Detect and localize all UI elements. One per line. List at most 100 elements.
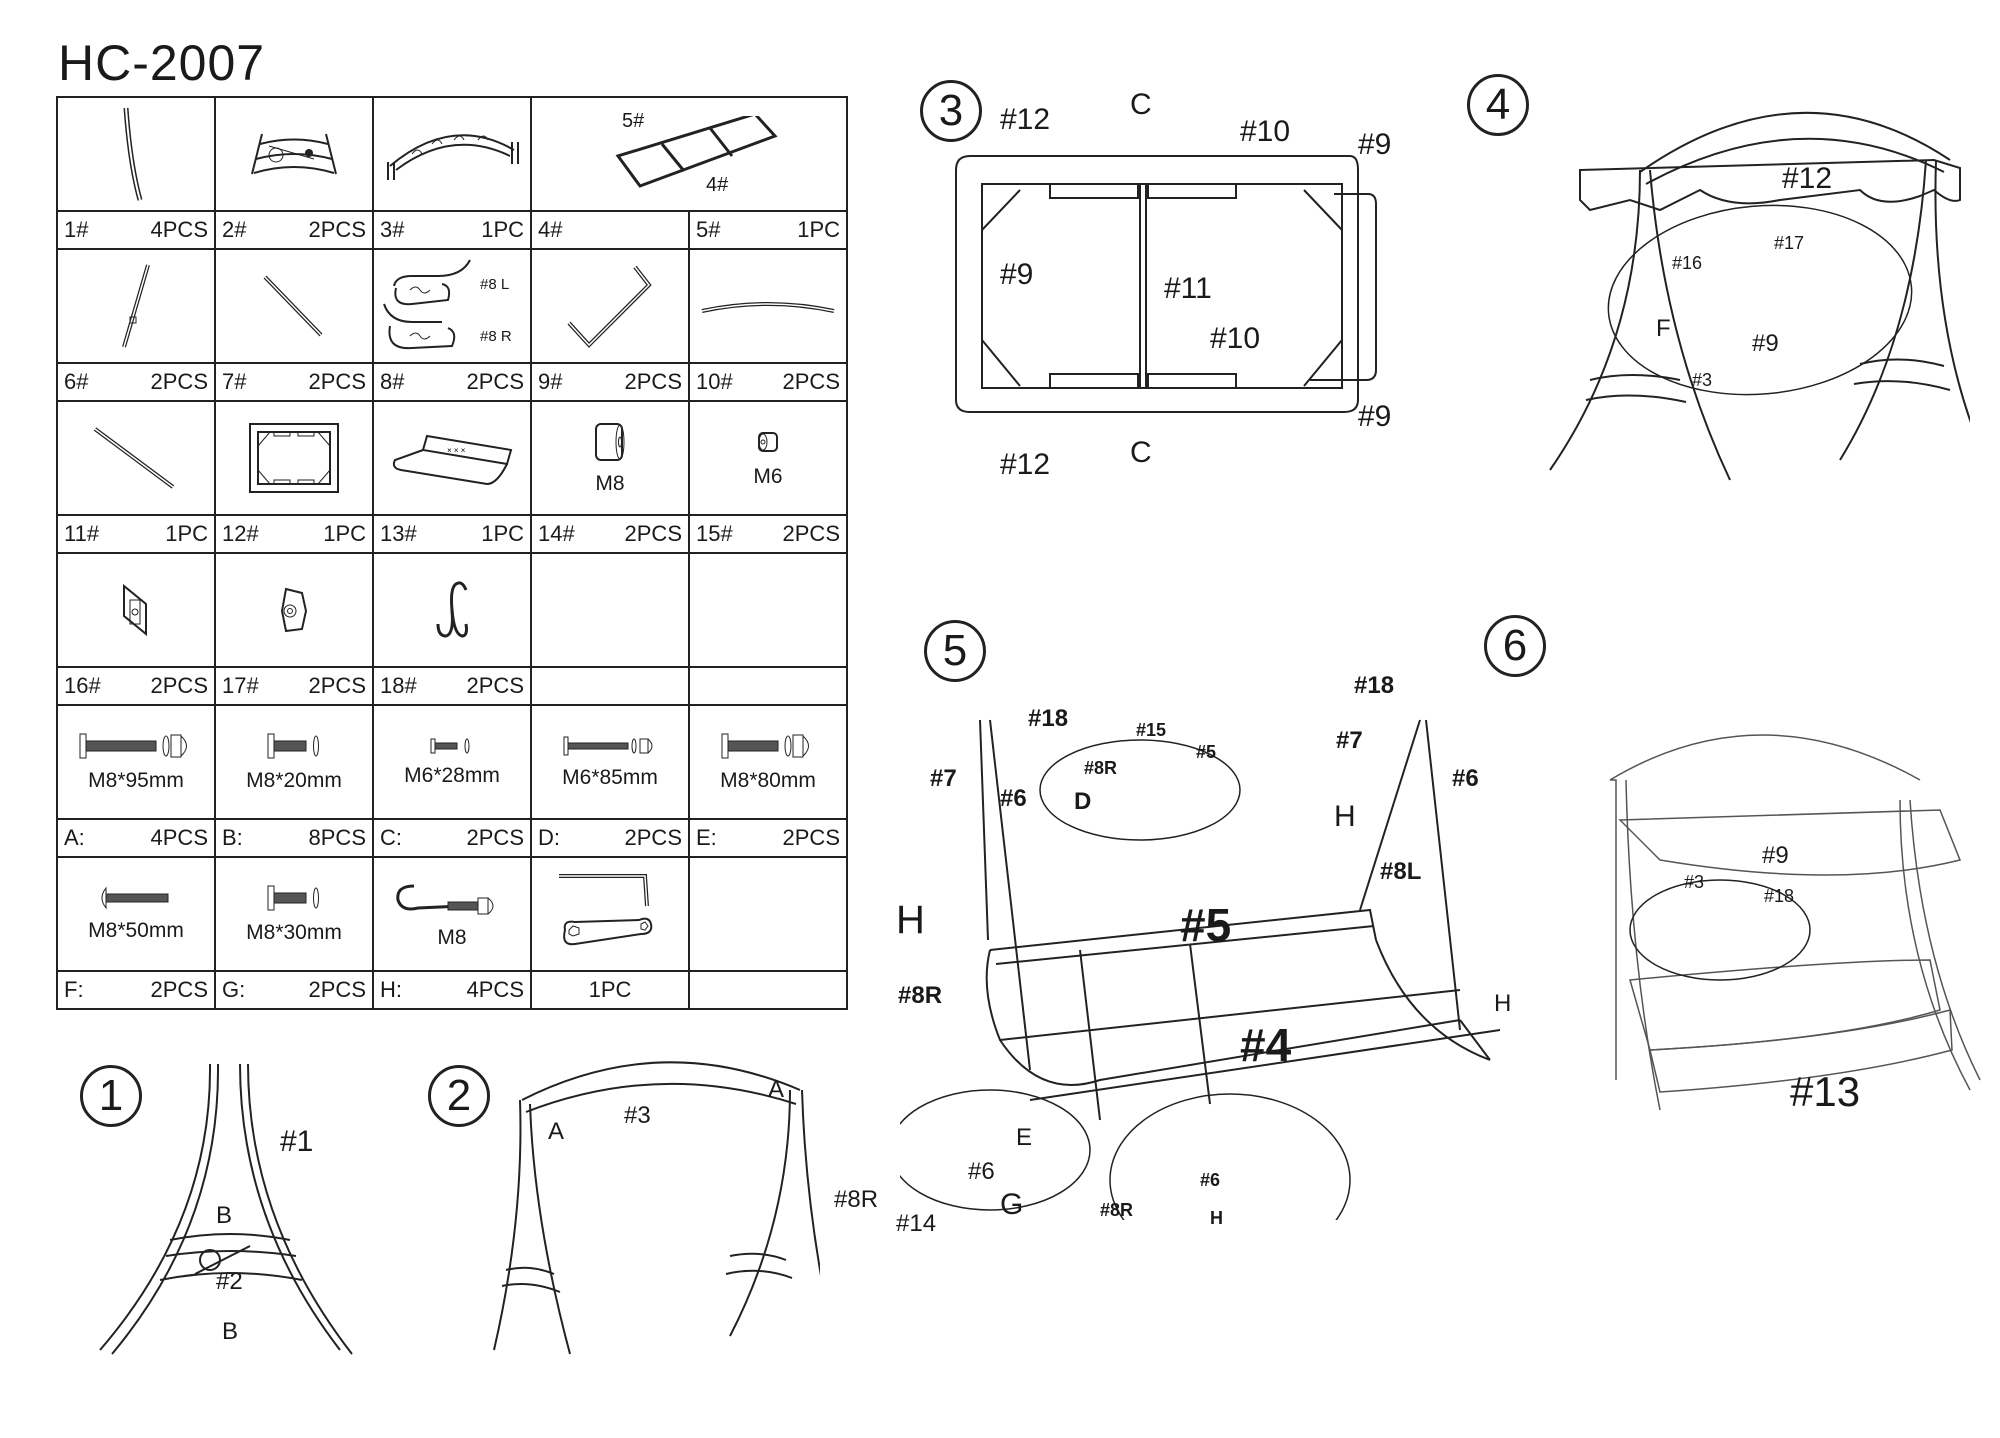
part-image-17 [214,552,374,668]
step-1-number: 1 [80,1065,142,1127]
step-3-label-bolt-bottom: C [1130,436,1152,469]
parts-list-table: 5# 4# 1#4PCS 2#2PCS 3#1PC 4# 5#1PC #8 L … [56,96,848,1010]
step-4-canopy-mount-figure [1549,111,1970,481]
step-5-label-hook-left: #18 [1028,705,1069,732]
part-label-15: 15#2PCS [688,514,848,554]
canopy-fabric-icon [249,423,339,493]
part-image-15: M6 [688,400,848,516]
step-1-label-leg: #1 [280,1125,314,1158]
hardware-spec-b: M8*20mm [246,769,342,792]
s-hook-icon [436,581,468,638]
step-5-label-detail2-eye-bolt: H [1210,1208,1223,1228]
step-3-canopy-frame-figure [955,155,1377,413]
step-5-label-detail2-armrest: #8R [1100,1200,1134,1220]
parts-label-row: 6#2PCS 7#2PCS 8#2PCS 9#2PCS 10#2PCS [56,362,848,402]
callout-8r: #8 R [480,328,512,345]
step-2-label-arch: #3 [624,1102,651,1129]
step-4-number: 4 [1467,74,1529,136]
step-2-frame-figure [493,1061,820,1355]
step-6-label-bent-tube: #9 [1762,842,1789,869]
step-5-label-detail-spacer: #14 [896,1210,937,1237]
part-image-3 [372,96,532,212]
step-3-label-fabric-top: #12 [1000,103,1051,136]
step-4-label-arch: #3 [1692,370,1713,390]
hanging-bar-long-icon [122,264,150,348]
step-5-label-eye-bolt-left: H [896,898,925,942]
step-3-label-tube-top: #10 [1240,115,1291,148]
part-image-1 [56,96,216,212]
part-image-empty [688,552,848,668]
step-1-label-brace: #2 [216,1268,243,1295]
step-5-label-short-bar-right: #7 [1336,727,1363,754]
step-1-label-bolt-top: B [216,1202,233,1229]
step-5-number: 5 [924,620,986,682]
armrest-pair-icon [383,259,471,350]
step-5-label-spacer: #15 [1136,720,1167,740]
part-label-13: 13#1PC [372,514,532,554]
canopy-center-tube-icon [93,427,175,489]
step-5-label-armrest-left: #8L [1380,858,1422,885]
part-spec-15: M6 [753,465,783,488]
parts-label-row: 16#2PCS 17#2PCS 18#2PCS [56,666,848,706]
bolt-washer-icon [267,885,319,911]
bolt-nut-cap-icon [79,733,187,759]
step-6-label-hook: #18 [1764,886,1795,906]
hardware-label-a: A:4PCS [56,818,216,858]
hardware-label-empty [688,970,848,1010]
part-label-2: 2#2PCS [214,210,374,250]
hardware-image-f: M8*50mm [56,856,216,972]
part-image-10 [688,248,848,364]
step-3-label-bent-tube-left: #9 [1000,258,1034,291]
hardware-label-row: F:2PCS G:2PCS H:4PCS 1PC [56,970,848,1010]
part-label-7: 7#2PCS [214,362,374,402]
step-5-label-armrest-right: #8R [898,982,943,1009]
callout-4: 4# [706,174,729,196]
side-scroll-brace-icon [251,133,337,175]
step-5-label-eye-bolt-right: H [1494,990,1512,1017]
hardware-image-c: M6*28mm [372,704,532,820]
hardware-label-tools: 1PC [530,970,690,1010]
hex-nut-block-icon [280,587,308,633]
part-label-10: 10#2PCS [688,362,848,402]
hardware-label-b: B:8PCS [214,818,374,858]
step-2-label-bolt-left: A [548,1118,565,1145]
hardware-spec-d: M6*85mm [562,766,658,789]
top-scroll-arch-icon [387,134,519,180]
step-4-label-bent-tube: #9 [1752,330,1779,357]
part-image-11 [56,400,216,516]
parts-image-row: #8 L #8 R [56,248,848,364]
step-5-label-backrest-detail: #5 [1196,742,1217,762]
step-2-label-bolt-right: A [768,1076,785,1103]
parts-image-row: × × × M8 M6 [56,400,848,516]
hardware-spec-h: M8 [437,926,467,949]
part-spec-14: M8 [595,472,625,495]
step-2-number: 2 [428,1065,490,1127]
step-5-label-long-bar-left: #6 [1000,785,1027,812]
bracket-plate-icon [123,583,147,637]
parts-image-row [56,552,848,668]
step-5-label-eye-bolt-right-top: H [1334,800,1356,833]
hardware-label-row: A:4PCS B:8PCS C:2PCS D:2PCS E:2PCS [56,818,848,858]
canopy-bent-tube-icon [567,265,652,348]
bolt-washer-small-icon [430,738,470,754]
part-label-11: 11#1PC [56,514,216,554]
step-4-label-fabric: #12 [1782,162,1833,195]
step-3-label-center-tube: #11 [1164,272,1212,305]
hardware-image-tools [530,856,690,972]
hardware-image-row: M8*95mm M8*20mm M6*28mm M6*85mm M8*80mm [56,704,848,820]
part-label-17: 17#2PCS [214,666,374,706]
step-3-label-bent-tube-bottom: #9 [1358,400,1392,433]
step-5-label-bolt-e: E [1016,1124,1033,1151]
callout-5: 5# [622,110,645,132]
hardware-spec-c: M6*28mm [404,764,500,787]
step-6-finished-swing-figure [1609,734,1981,1111]
hardware-spec-g: M8*30mm [246,921,342,944]
eye-hook-bolt-icon [396,884,494,915]
step-5-label-bolt-d: D [1074,788,1092,815]
hardware-image-h: M8 [372,856,532,972]
step-3-label-fabric-bottom: #12 [1000,448,1051,481]
hardware-image-d: M6*85mm [530,704,690,820]
part-label-8: 8#2PCS [372,362,532,402]
part-label-14: 14#2PCS [530,514,690,554]
part-label-16: 16#2PCS [56,666,216,706]
